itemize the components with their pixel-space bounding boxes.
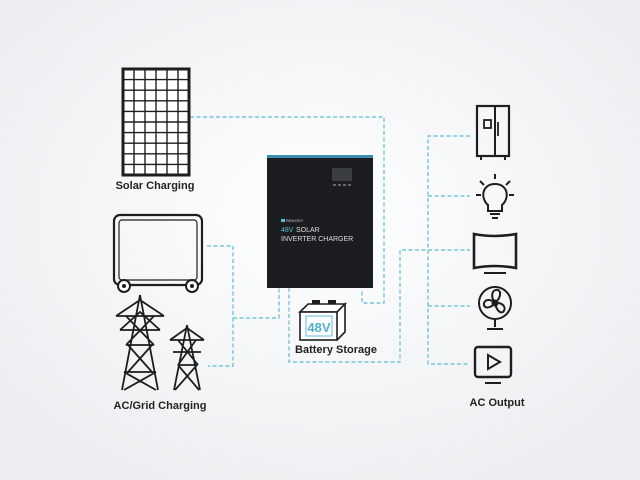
solar-connection (190, 116, 385, 304)
battery-storage-label: Battery Storage (295, 344, 377, 356)
power-tower-icon (115, 294, 205, 391)
generator-icon (112, 213, 204, 293)
grid-connection (233, 288, 280, 319)
television-icon (472, 232, 518, 274)
solar-panel-icon (121, 67, 191, 177)
output-bus (427, 135, 470, 365)
inverter-model-line2: INVERTER CHARGER (281, 236, 353, 243)
lcd-screen (332, 168, 352, 181)
grid-charging-label: AC/Grid Charging (113, 400, 207, 412)
light-bulb-icon (476, 174, 514, 219)
renogy-logo-icon (281, 219, 285, 222)
inverter-charger: RENOGY 48V SOLAR INVERTER CHARGER (267, 155, 373, 288)
inverter-model-line1: SOLAR (296, 227, 320, 234)
battery-output-connection (288, 249, 470, 363)
inverter-voltage: 48V (281, 227, 294, 234)
battery-voltage: 48V (307, 320, 330, 335)
battery-icon: 48V (298, 300, 347, 341)
refrigerator-icon (475, 104, 511, 160)
fan-icon (478, 286, 512, 330)
connection-lines (190, 116, 470, 367)
inverter-brand: RENOGY (286, 218, 304, 223)
media-player-icon (473, 345, 513, 384)
ac-output-label: AC Output (469, 397, 525, 409)
generator-connection (207, 245, 234, 367)
solar-charging-label: Solar Charging (115, 180, 195, 192)
